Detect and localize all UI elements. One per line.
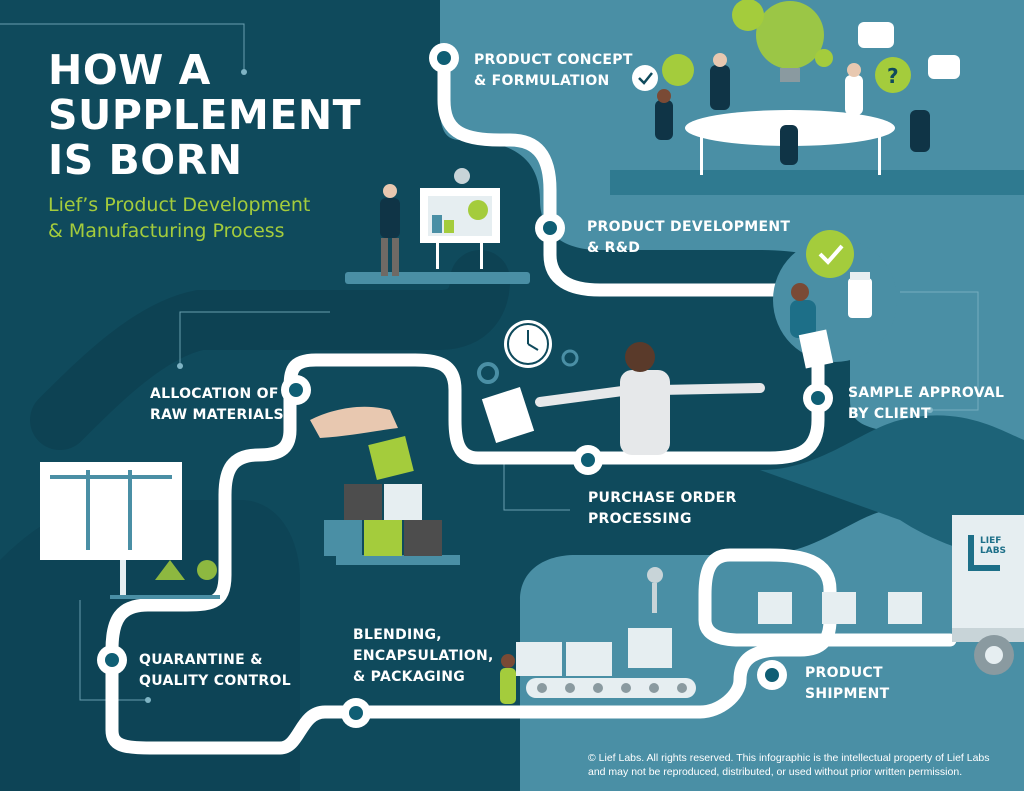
conference-floor [610,170,1024,195]
step-label-line: SHIPMENT [805,686,890,702]
step-label-line: PRODUCT DEVELOPMENT [587,219,791,235]
connector-dot [177,363,183,369]
connector-dot [145,697,151,703]
connector-dot [927,407,933,413]
node-quarantine [97,645,127,675]
people-figures [655,53,930,165]
lab-illustration [40,462,220,599]
middle-band [30,250,510,450]
truck-logo-line: LABS [980,546,1007,556]
step-allocation: ALLOCATION OF RAW MATERIALS [150,384,284,426]
step-label-line: & PACKAGING [353,669,466,685]
lightbulb-icon [815,49,833,67]
gear-icon [561,349,579,367]
connector-lines [0,23,979,701]
step-product-development: PRODUCT DEVELOPMENT & R&D [587,217,790,259]
step-label-line: ALLOCATION OF [150,386,279,402]
step-label-line: QUARANTINE & [139,652,263,668]
node-product-development [535,213,565,243]
hand-icon [310,406,398,438]
step-label-line: PURCHASE ORDER [588,490,737,506]
step-quarantine: QUARANTINE & QUALITY CONTROL [139,650,291,692]
step-label-line: BY CLIENT [848,406,931,422]
node-shipment [757,660,787,690]
step-nodes [97,43,833,728]
lightbulb-icon [662,54,694,86]
connector-dot [241,69,247,75]
step-purchase-order: PURCHASE ORDER PROCESSING [588,488,737,530]
bottle-icon [848,278,872,318]
purchase-order-illustration [477,320,765,455]
title-line: SUPPLEMENT [48,91,362,139]
step-label-line: SAMPLE APPROVAL [848,385,1005,401]
gear-icon [477,362,499,384]
footer-line: and may not be reproduced, distributed, … [588,766,963,778]
document-icon [481,386,535,444]
node-sample-approval [803,383,833,413]
chat-bubble-icon [928,55,960,79]
copyright-notice: © Lief Labs. All rights reserved. This i… [588,751,990,779]
step-blending: BLENDING, ENCAPSULATION, & PACKAGING [353,625,494,688]
sample-approval-illustration [773,230,897,369]
checkmark-icon [632,65,658,91]
node-allocation [281,375,311,405]
truck-logo: LIEF LABS [980,536,1006,556]
lightbulb-icon [732,0,764,31]
title-line: IS BORN [48,136,243,184]
node-product-concept [429,43,459,73]
node-blending [341,698,371,728]
step-product-concept: PRODUCT CONCEPT & FORMULATION [474,50,633,92]
conveyor-illustration [500,567,922,704]
title-line: HOW A [48,46,211,94]
truck-logo-line: LIEF [980,536,1002,546]
lightbulb-icon [875,57,911,93]
step-label-line: RAW MATERIALS [150,407,284,423]
step-sample-approval: SAMPLE APPROVAL BY CLIENT [848,383,1004,425]
step-label-line: PRODUCT [805,665,883,681]
step-label-line: PRODUCT CONCEPT [474,52,633,68]
subtitle-line: & Manufacturing Process [48,220,285,242]
step-label-line: BLENDING, [353,627,442,643]
step-label-line: & FORMULATION [474,73,610,89]
chat-bubble-icon [858,22,894,48]
node-purchase-order [573,445,603,475]
presenter-illustration [345,168,530,284]
page-subtitle: Lief’s Product Development & Manufacturi… [48,192,310,244]
truck-illustration [952,515,1024,675]
conference-illustration: ? [632,0,960,175]
subtitle-line: Lief’s Product Development [48,194,311,216]
checkmark-icon [806,230,854,278]
step-label-line: QUALITY CONTROL [139,673,291,689]
step-label-line: ENCAPSULATION, [353,648,494,664]
step-shipment: PRODUCT SHIPMENT [805,663,889,705]
lightbulb-icon [756,1,824,69]
step-label-line: & R&D [587,240,641,256]
page-title: HOW A SUPPLEMENT IS BORN [48,48,361,183]
top-right-panel [440,0,1024,470]
raw-materials-illustration [310,406,460,565]
step-label-line: PROCESSING [588,511,692,527]
svg-text:?: ? [887,64,899,88]
footer-line: © Lief Labs. All rights reserved. This i… [588,752,990,764]
